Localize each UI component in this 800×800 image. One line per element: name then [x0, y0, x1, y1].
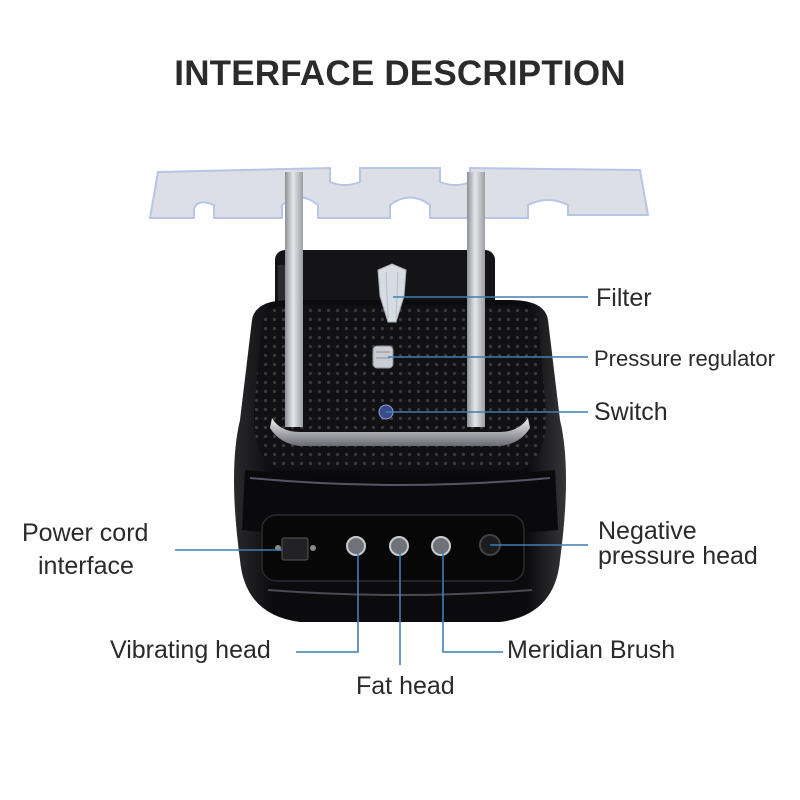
- label-filter: Filter: [596, 284, 652, 312]
- label-meridian-brush: Meridian Brush: [507, 636, 676, 664]
- label-fat-head: Fat head: [356, 672, 455, 700]
- leader-lines: [175, 296, 588, 665]
- label-power-cord-line2: interface: [38, 552, 134, 580]
- left-post: [285, 172, 303, 427]
- meridian-leader: [442, 552, 503, 653]
- label-vibrating-head: Vibrating head: [110, 636, 271, 664]
- label-pressure-regulator: Pressure regulator: [594, 346, 775, 371]
- right-post: [467, 172, 485, 427]
- label-switch: Switch: [594, 398, 668, 426]
- label-negative-line2: pressure head: [598, 542, 758, 570]
- label-negative-line1: Negative: [598, 517, 697, 545]
- vibrating-leader: [296, 552, 359, 653]
- acrylic-holder: [148, 166, 650, 219]
- filter-part: [377, 263, 407, 323]
- ports: [275, 534, 501, 561]
- label-power-cord-line1: Power cord: [22, 519, 149, 547]
- page-title: INTERFACE DESCRIPTION: [174, 54, 626, 93]
